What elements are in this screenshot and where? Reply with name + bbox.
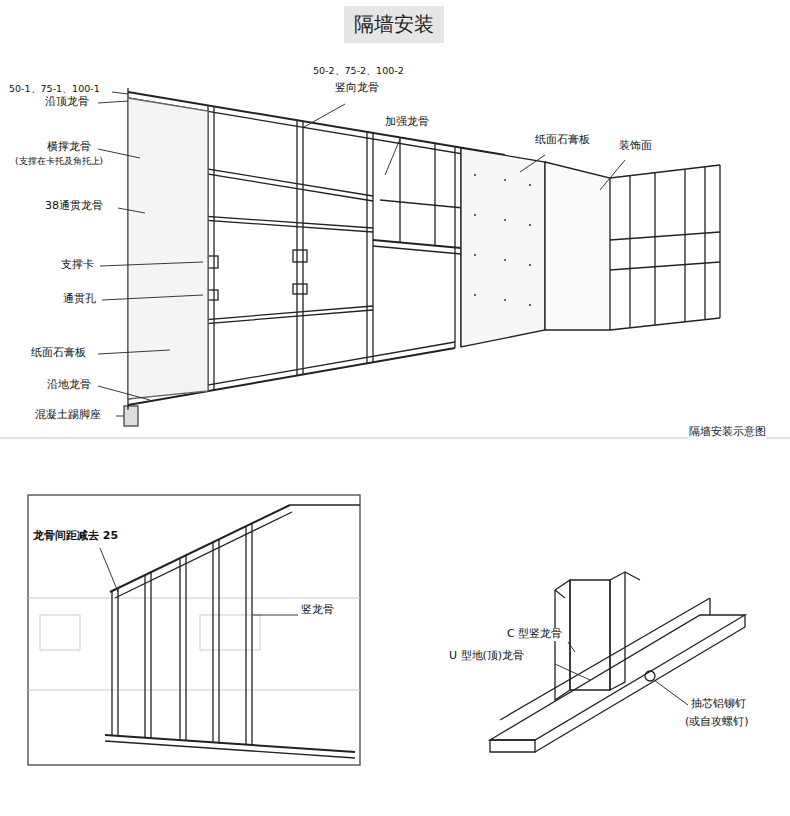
spec-label: 50-1、75-1、100-1 [8,84,101,95]
part-label: 支撑卡 [60,259,95,272]
part-label: 装饰面 [618,140,653,153]
part-label: 横撑龙骨 [46,141,92,154]
part-label: 沿顶龙骨 [44,96,90,109]
note-label: (支撑在卡托及角托上) [14,156,104,166]
page-title: 隔墙安装 [344,6,444,43]
part-label: 抽芯铝铆钉 [690,698,747,711]
part-label: 竖龙骨 [300,604,335,617]
part-label: 通贯孔 [62,293,97,306]
figure-caption: 隔墙安装示意图 [688,426,767,439]
part-label: 加强龙骨 [384,116,430,129]
note-label: (或自攻螺钉) [684,716,750,729]
part-label: 38通贯龙骨 [44,200,104,213]
part-label: 混凝土踢脚座 [34,409,102,422]
part-label: 竖向龙骨 [334,82,380,95]
spec-label: 50-2、75-2、100-2 [312,66,405,77]
part-label: U 型地(顶)龙骨 [448,650,525,663]
part-label: 纸面石膏板 [534,134,591,147]
part-label: 沿地龙骨 [46,379,92,392]
part-label: 纸面石膏板 [30,347,87,360]
part-label: C 型竖龙骨 [506,628,563,641]
dimension-label: 龙骨间距减去 25 [32,530,119,543]
